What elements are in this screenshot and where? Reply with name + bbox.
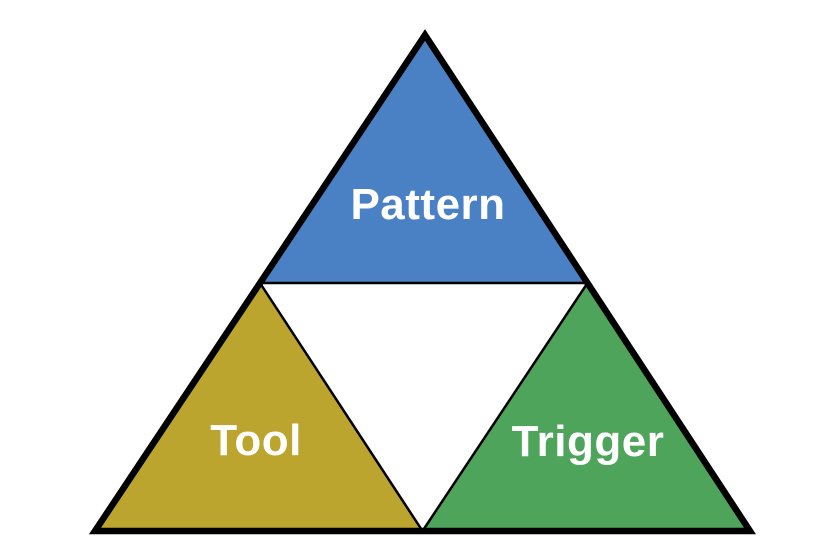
trigger-label: Trigger (512, 417, 665, 466)
center-triangle (260, 283, 588, 531)
tool-label: Tool (210, 416, 302, 465)
pattern-label: Pattern (350, 180, 505, 229)
pattern-triangle (257, 32, 590, 285)
outer-triangle-outline (88, 29, 757, 535)
